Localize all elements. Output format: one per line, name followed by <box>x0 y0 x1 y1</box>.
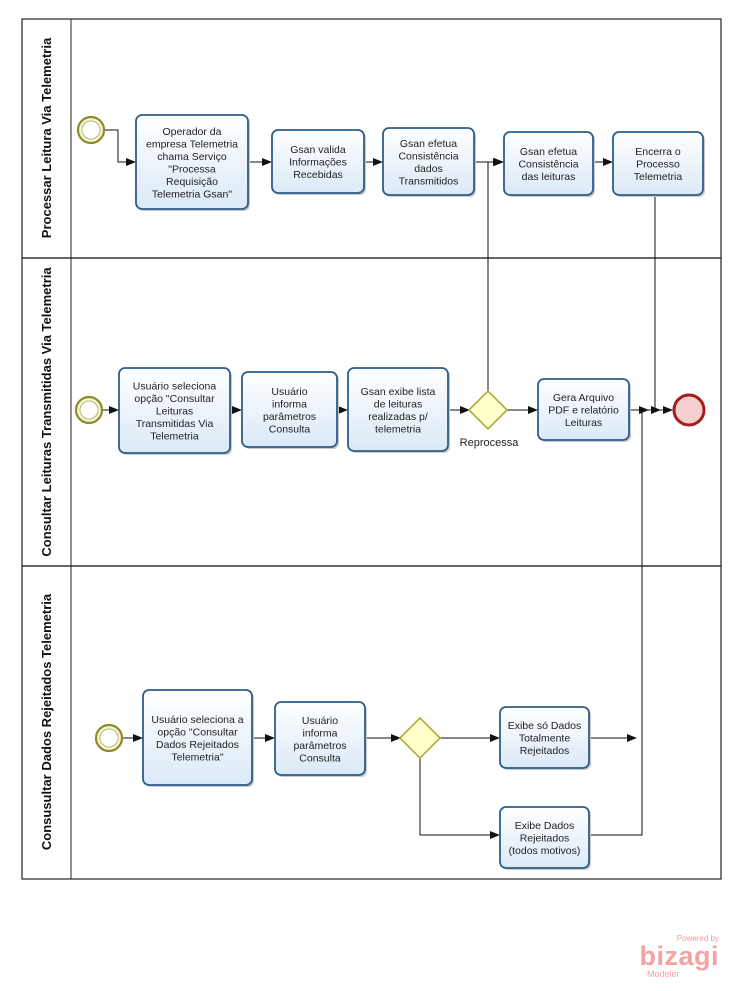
task-t8-line: realizadas p/ <box>368 411 428 423</box>
task-t7-line: parâmetros <box>263 411 316 423</box>
flow-t13-end <box>589 406 661 836</box>
task-t8-line: de leituras <box>374 398 422 410</box>
task-t13-line: (todos motivos) <box>509 845 581 857</box>
task-t6-line: Telemetria <box>150 431 199 443</box>
task-t10-line: Usuário seleciona a <box>151 714 243 726</box>
brand-name: bizagi <box>639 941 719 971</box>
task-t10-line: opção "Consultar <box>157 726 238 738</box>
task-t2-line: Gsan valida <box>290 144 346 156</box>
task-t12-line: Totalmente <box>519 733 571 745</box>
task-t1-line: Requisição <box>166 176 218 188</box>
lane-consultar-rejeitados: Consusultar Dados Rejeitados Telemetria <box>21 565 722 880</box>
task-t9-line: Gera Arquivo <box>553 392 614 404</box>
task-t8-line: telemetria <box>375 423 421 435</box>
task-t7-line: Consulta <box>269 423 311 435</box>
bizagi-logo: Powered by bizagi Modeler <box>629 934 719 979</box>
flow-start1-t1 <box>105 129 136 166</box>
task-t2-line: Informações <box>289 157 347 169</box>
task-t3-line: Transmitidos <box>399 175 459 187</box>
task-t2-line: Recebidas <box>293 169 343 181</box>
flow-gw2-t13 <box>419 758 500 839</box>
powered-by-text: Powered by <box>676 934 719 943</box>
task-t3-line: Consistência <box>398 150 458 162</box>
flow-gw1-t4 <box>487 158 503 391</box>
start-event-consultar-leituras <box>74 395 104 425</box>
task-t4-line: Gsan efetua <box>520 146 577 158</box>
end-event <box>672 393 706 427</box>
task-t1-line: "Processa <box>168 163 216 175</box>
task-t7-line: informa <box>272 398 307 410</box>
brand-sub: Modeler <box>647 969 680 979</box>
task-t6-line: Leituras <box>156 406 193 418</box>
sequence-flows <box>103 129 673 839</box>
task-t6-line: Usuário seleciona <box>133 381 217 393</box>
task-t6-line: Transmitidas Via <box>136 418 214 430</box>
task-t3-line: Gsan efetua <box>400 138 457 150</box>
task-t5-line: Encerra o <box>635 146 681 158</box>
task-t9-line: PDF e relatório <box>548 405 619 417</box>
task-t1-line: empresa Telemetria <box>146 138 238 150</box>
start-event-consultar-rejeitados <box>94 723 124 753</box>
gateway-rejeitados <box>398 716 442 760</box>
task-t11-line: Usuário <box>302 715 338 727</box>
flow-t5-end <box>654 195 673 414</box>
task-t10-line: Dados Rejeitados <box>156 739 239 751</box>
task-t9-line: Leituras <box>565 417 602 429</box>
task-t5-line: Telemetria <box>634 171 683 183</box>
task-t12-line: Exibe só Dados <box>508 720 582 732</box>
task-t3-line: dados <box>414 163 443 175</box>
task-t11-line: parâmetros <box>293 740 346 752</box>
task-t4-line: das leituras <box>522 171 576 183</box>
task-t1-line: chama Serviço <box>157 151 227 163</box>
task-t13-line: Exibe Dados <box>515 820 575 832</box>
task-t7-line: Usuário <box>271 386 307 398</box>
task-t8-line: Gsan exibe lista <box>361 386 436 398</box>
lane-label-consultar-rejeitados: Consusultar Dados Rejeitados Telemetria <box>39 593 54 850</box>
gateway-reprocessa <box>467 389 509 431</box>
gateway-label-reprocessa: Reprocessa <box>460 437 520 449</box>
lane-label-consultar-leituras: Consultar Leituras Transmitidas Via Tele… <box>39 267 54 557</box>
task-t1-line: Operador da <box>163 126 222 138</box>
lane-label-processar: Processar Leitura Via Telemetria <box>39 37 54 238</box>
task-t1-line: Telemetria Gsan" <box>152 188 232 200</box>
task-t12-line: Rejeitados <box>520 745 570 757</box>
task-t10-line: Telemetria" <box>171 751 223 763</box>
start-event-processar <box>76 115 106 145</box>
task-t11-line: informa <box>302 727 337 739</box>
task-t6-line: opção "Consultar <box>134 393 215 405</box>
task-t4-line: Consistência <box>518 159 578 171</box>
task-t13-line: Rejeitados <box>520 833 570 845</box>
task-t11-line: Consulta <box>299 752 341 764</box>
task-t5-line: Processo <box>636 159 680 171</box>
